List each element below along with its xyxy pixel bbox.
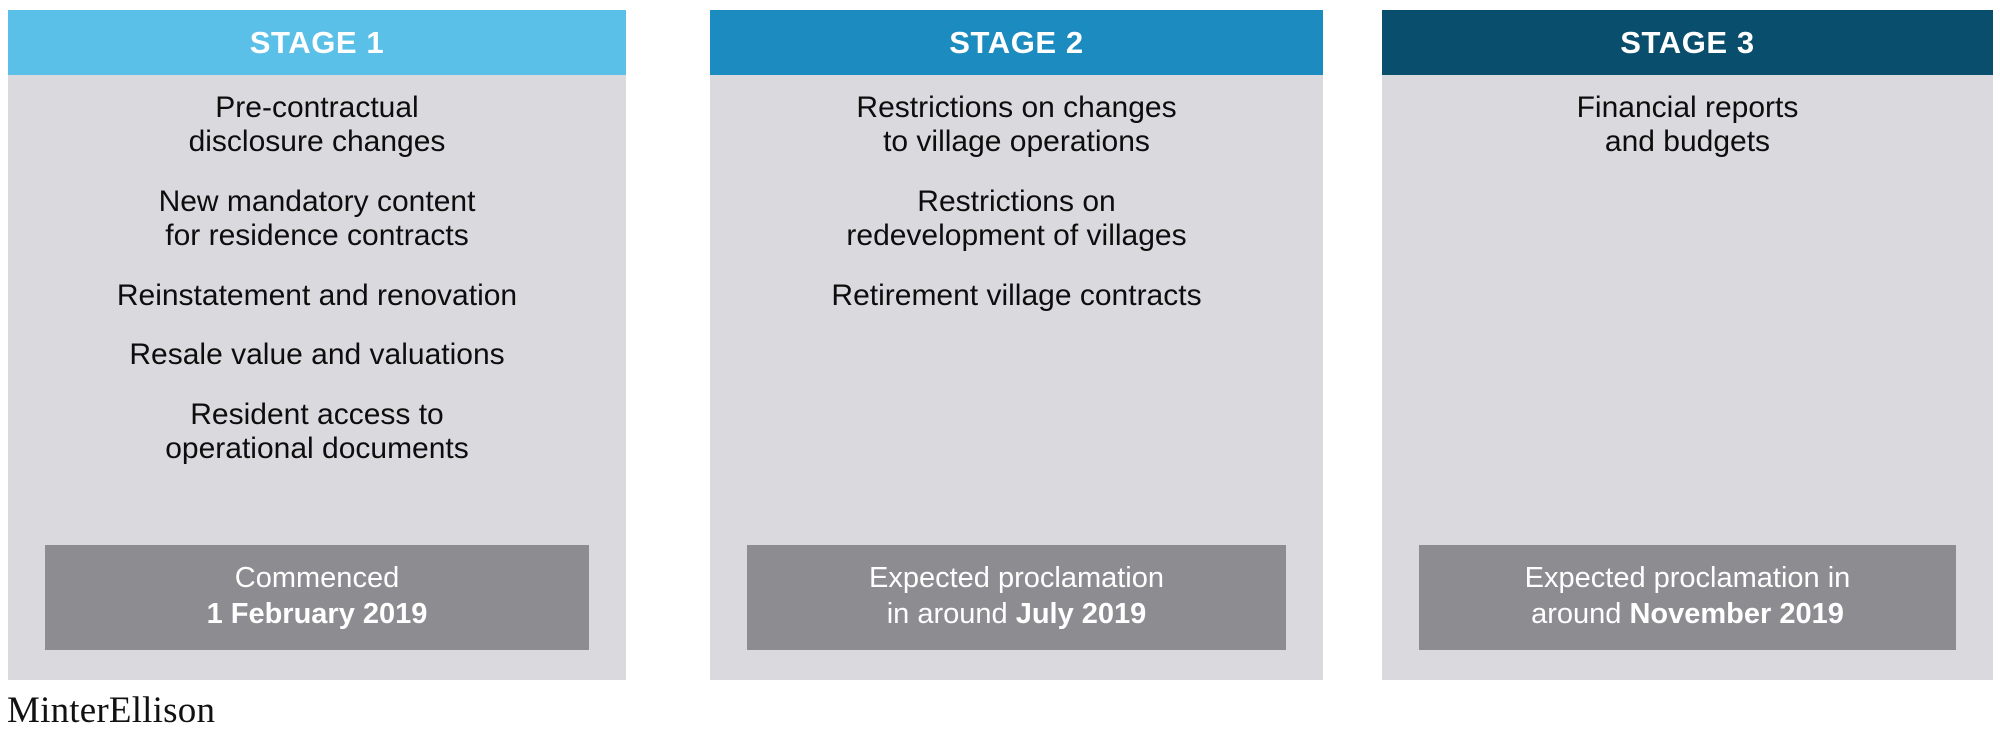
stage-3-title: STAGE 3: [1620, 24, 1755, 60]
stage-1-item-4: Resale value and valuations: [129, 338, 504, 372]
stage-1-item-5: Resident access to operational documents: [165, 398, 469, 466]
stage-1-status-chip: Commenced 1 February 2019: [45, 545, 589, 650]
stage-1-status-line-1: Commenced: [234, 562, 400, 595]
stage-column-2: STAGE 2 Restrictions on changes to villa…: [710, 10, 1323, 680]
stage-1-title: STAGE 1: [249, 24, 385, 60]
stage-1-item-2-line-1: New mandatory content: [158, 184, 476, 218]
stage-1-item-2: New mandatory content for residence cont…: [159, 185, 476, 253]
stage-3-item-1-line-2: and budgets: [1604, 124, 1771, 158]
stage-1-header-band: STAGE 1: [8, 10, 626, 75]
stage-2-item-1-line-2: to village operations: [883, 124, 1150, 158]
stage-1-item-1: Pre-contractual disclosure changes: [189, 91, 446, 159]
stage-3-status-date: November 2019: [1629, 597, 1844, 630]
stage-2-title: STAGE 2: [949, 24, 1084, 60]
stage-column-3: STAGE 3 Financial reports and budgets Ex…: [1382, 10, 1993, 680]
stage-2-status-line-2: in around July 2019: [757, 597, 1276, 632]
stage-3-status-plain: around: [1531, 597, 1630, 630]
stage-2-item-3: Retirement village contracts: [831, 279, 1201, 313]
stage-2-status-date: July 2019: [1015, 597, 1147, 630]
stage-1-item-5-line-1: Resident access to: [190, 398, 444, 432]
stage-1-item-3: Reinstatement and renovation: [117, 279, 517, 313]
stage-2-status-plain: in around: [886, 597, 1016, 630]
stage-2-item-2: Restrictions on redevelopment of village…: [846, 185, 1186, 253]
stage-2-item-2-line-2: redevelopment of villages: [846, 218, 1187, 252]
stage-1-item-4-line-1: Resale value and valuations: [129, 338, 505, 372]
stage-2-header-band: STAGE 2: [710, 10, 1323, 75]
stage-3-status-line-2: around November 2019: [1429, 597, 1946, 632]
stage-1-footer-wrap: Commenced 1 February 2019: [8, 545, 626, 680]
stage-1-item-5-line-2: operational documents: [165, 432, 469, 466]
stage-2-status-line-1: Expected proclamation: [869, 562, 1164, 595]
stage-3-item-1: Financial reports and budgets: [1577, 91, 1799, 159]
minterellison-wordmark: MinterEllison: [7, 690, 216, 731]
stage-1-item-1-line-1: Pre-contractual: [215, 91, 419, 124]
stage-3-item-list: Financial reports and budgets: [1382, 75, 1993, 545]
stage-3-item-1-line-1: Financial reports: [1576, 91, 1799, 124]
stage-1-item-list: Pre-contractual disclosure changes New m…: [8, 75, 626, 545]
stage-2-status-chip: Expected proclamation in around July 201…: [747, 545, 1286, 650]
stage-1-status-line-2: 1 February 2019: [55, 597, 579, 632]
stage-2-item-3-line-1: Retirement village contracts: [831, 278, 1202, 312]
stage-2-item-1-line-1: Restrictions on changes: [856, 91, 1177, 124]
stage-1-status-date: 1 February 2019: [206, 597, 428, 630]
stage-2-footer-wrap: Expected proclamation in around July 201…: [710, 545, 1323, 680]
stage-1-item-3-line-1: Reinstatement and renovation: [116, 278, 518, 312]
stage-2-item-2-line-1: Restrictions on: [917, 184, 1116, 218]
stage-1-item-2-line-2: for residence contracts: [165, 218, 469, 252]
stage-column-1: STAGE 1 Pre-contractual disclosure chang…: [8, 10, 626, 680]
stage-2-item-1: Restrictions on changes to village opera…: [856, 91, 1176, 159]
stage-3-status-line-1: Expected proclamation in: [1524, 562, 1851, 595]
stage-3-status-chip: Expected proclamation in around November…: [1419, 545, 1956, 650]
stage-2-item-list: Restrictions on changes to village opera…: [710, 75, 1323, 545]
stage-1-item-1-line-2: disclosure changes: [188, 124, 446, 158]
stage-3-footer-wrap: Expected proclamation in around November…: [1382, 545, 1993, 680]
stage-3-header-band: STAGE 3: [1382, 10, 1993, 75]
